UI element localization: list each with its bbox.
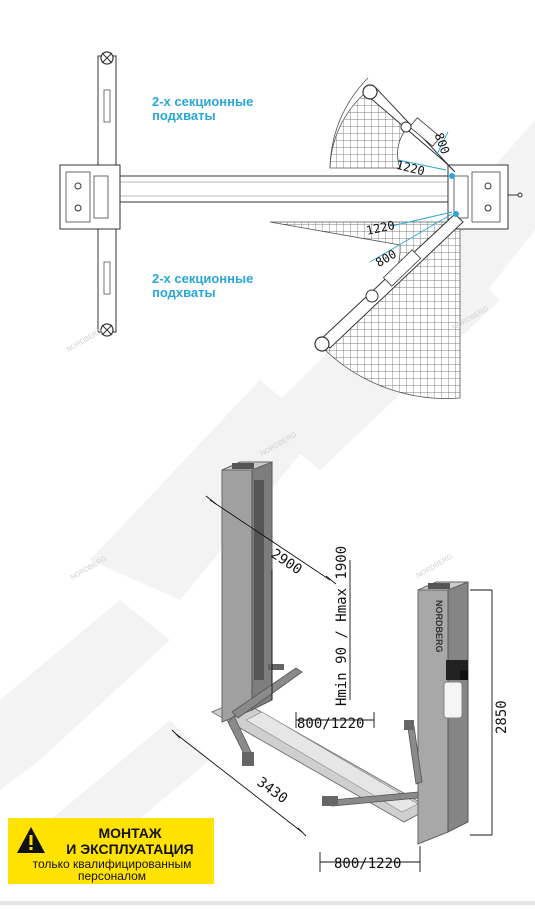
dim-arm-reach-rear: 800/1220 <box>334 856 401 872</box>
warning-box: МОНТАЖ И ЭКСПЛУАТАЦИЯ только квалифициро… <box>8 818 214 884</box>
dim-base-length-3430: 3430 <box>254 774 291 807</box>
warning-note: только квалифицированным персоналом <box>32 857 192 883</box>
left-column-front <box>221 469 253 723</box>
right-arms <box>322 720 423 807</box>
callout-top: 2-х секционные подхваты <box>152 94 254 123</box>
dim-upper-1220: 1220 <box>395 158 426 179</box>
iso-view: NORDBERG <box>171 461 510 872</box>
dim-total-height-2850: 2850 <box>494 700 510 734</box>
watermark-brand-1: NORDBERG <box>66 327 105 353</box>
crossbeam <box>111 175 451 203</box>
dim-lower-1220: 1220 <box>365 218 396 238</box>
upper-arm <box>362 84 456 179</box>
dim-height-range: Hmin 90 / Hmax 1900 <box>334 546 350 706</box>
top-view: 800 1220 1220 800 <box>59 51 523 399</box>
left-arms <box>227 664 303 766</box>
warning-title: МОНТАЖ И ЭКСПЛУАТАЦИЯ <box>66 825 194 857</box>
watermark-brand-3: NORDBERG <box>70 555 109 581</box>
dim-upper-800: 800 <box>432 131 453 156</box>
watermark-brand-4: NORDBERG <box>416 553 455 579</box>
bottom-strip <box>0 901 535 905</box>
dim-arm-reach-front: 800/1220 <box>297 716 364 732</box>
power-unit <box>443 660 468 719</box>
warning-icon <box>17 827 45 853</box>
column-brand: NORDBERG <box>434 600 444 653</box>
callout-bottom: 2-х секционные подхваты <box>152 271 254 300</box>
lower-arm <box>314 211 464 352</box>
